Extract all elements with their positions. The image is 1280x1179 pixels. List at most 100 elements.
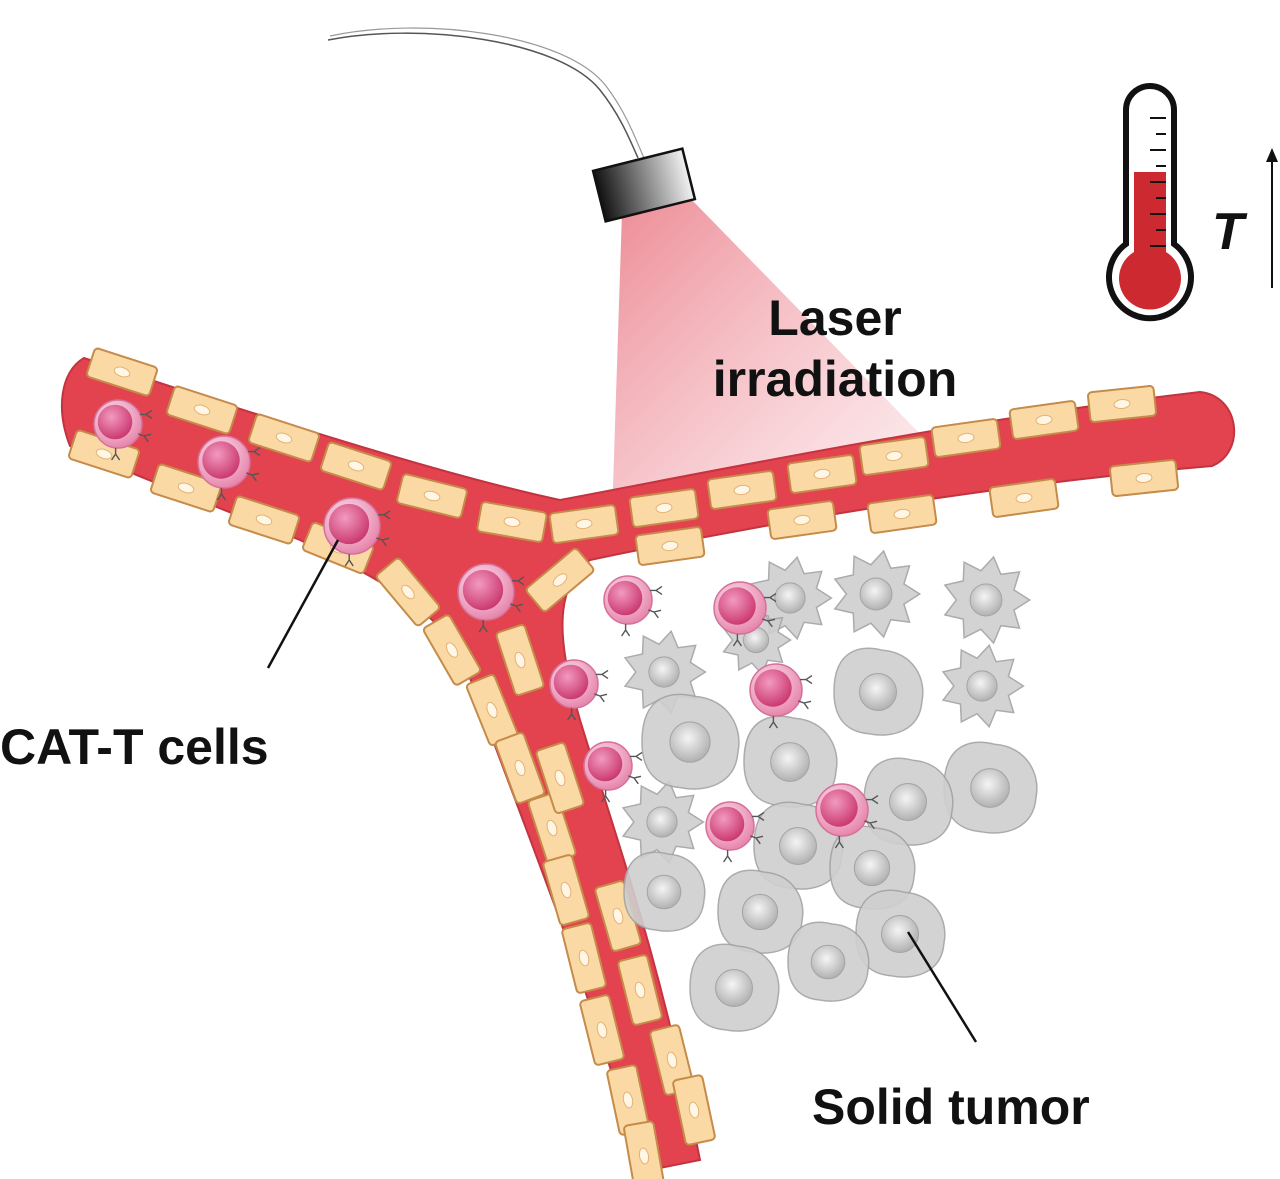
tumor-cell <box>943 741 1038 834</box>
endothelial-cell <box>1008 400 1080 440</box>
arrow-up-icon <box>1266 148 1278 288</box>
cat-t-cell <box>815 783 879 849</box>
tumor-cell <box>623 851 706 932</box>
laser-irradiation-label: Laser irradiation <box>640 288 1030 410</box>
temperature-symbol-label: T <box>1212 203 1244 261</box>
antibody-receptor <box>510 603 524 613</box>
optical-fiber <box>327 32 639 159</box>
endothelial-cell <box>858 436 930 476</box>
antibody-receptor <box>216 488 226 501</box>
tumor-cell <box>941 643 1025 729</box>
endothelial-cell <box>86 347 158 397</box>
endothelial-cell <box>320 441 392 491</box>
tumor-cell <box>863 757 954 846</box>
endothelial-cell <box>375 557 441 627</box>
cat-t-cell <box>749 663 813 729</box>
tumor-cell <box>623 629 707 715</box>
tumor-cell <box>943 555 1032 645</box>
antibody-receptor <box>732 634 742 647</box>
antibody-receptor <box>628 775 642 785</box>
antibody-receptor <box>512 576 525 586</box>
endothelial-cell <box>166 385 238 435</box>
endothelial-cells <box>68 347 1179 1179</box>
antibody-receptor <box>768 716 778 729</box>
endothelial-cell <box>422 614 482 686</box>
endothelial-cell <box>150 463 222 513</box>
tumor-cell <box>717 869 804 954</box>
cat-t-cell <box>457 563 525 633</box>
cat-t-cell <box>705 801 765 863</box>
antibody-receptor <box>752 811 765 821</box>
antibody-receptor <box>750 835 764 845</box>
antibody-receptor <box>376 537 390 547</box>
antibody-receptor <box>344 554 354 567</box>
tumor-cell <box>641 693 740 790</box>
antibody-receptor <box>648 609 662 619</box>
cat-t-cell <box>583 741 643 803</box>
laser-probe-icon <box>591 147 697 223</box>
endothelial-cell <box>476 501 548 543</box>
tumor-cell <box>787 921 870 1002</box>
tumor-cell <box>621 779 705 865</box>
antibody-receptor <box>138 433 152 443</box>
antibody-receptor <box>140 409 153 419</box>
laser-label-line2: irradiation <box>712 351 958 407</box>
antibody-receptor <box>246 472 260 482</box>
cat-t-cells-pointer <box>266 539 340 669</box>
antibody-receptor <box>594 693 608 703</box>
endothelial-cell <box>248 413 320 463</box>
endothelial-cell <box>988 478 1060 518</box>
cat-t-cell <box>197 435 261 501</box>
antibody-receptor <box>762 618 776 628</box>
antibody-receptor <box>800 675 813 685</box>
cat-t-cell <box>713 581 777 647</box>
antibody-receptor <box>248 447 261 457</box>
tumor-cell <box>743 715 838 808</box>
antibody-receptor <box>834 836 844 849</box>
cat-t-cells-label: CAT-T cells <box>0 719 269 775</box>
cat-t-cell <box>603 575 663 637</box>
endothelial-cell <box>396 473 468 519</box>
antibody-receptor <box>764 593 777 603</box>
tumor-cell <box>833 647 924 736</box>
cat-t-cells <box>93 399 879 863</box>
endothelial-cell <box>579 994 625 1066</box>
endothelial-cell <box>606 1064 650 1136</box>
endothelial-cell <box>866 494 938 534</box>
antibody-receptor <box>601 790 611 803</box>
cat-t-cell <box>549 659 609 721</box>
endothelial-cell <box>786 454 858 494</box>
endothelial-cell <box>535 742 585 814</box>
endothelial-cell <box>634 526 706 566</box>
antibody-receptor <box>630 751 643 761</box>
laser-beam <box>612 198 930 518</box>
antibody-receptor <box>650 585 663 595</box>
solid-tumor-label: Solid tumor <box>812 1079 1090 1135</box>
endothelial-cell <box>706 470 778 510</box>
endothelial-cell <box>548 504 620 544</box>
antibody-receptor <box>478 620 488 633</box>
tumor-cell <box>689 943 780 1032</box>
endothelial-cell <box>672 1074 716 1146</box>
endothelial-cell <box>525 547 595 613</box>
cat-t-cell <box>93 399 153 461</box>
endothelial-cell <box>228 495 300 545</box>
endothelial-cell <box>1109 459 1179 497</box>
antibody-receptor <box>621 624 631 637</box>
thermometer-icon <box>1106 83 1194 322</box>
laser-label-line1: Laser <box>768 290 902 346</box>
endothelial-cell <box>495 624 545 696</box>
endothelial-cell <box>594 880 642 952</box>
solid-tumor-pointer <box>906 931 978 1043</box>
endothelial-cell <box>623 1120 665 1179</box>
antibody-receptor <box>596 669 609 679</box>
antibody-receptor <box>798 700 812 710</box>
antibody-receptor <box>111 448 121 461</box>
antibody-receptor <box>864 820 878 830</box>
endothelial-cell <box>1087 385 1157 423</box>
antibody-receptor <box>866 795 879 805</box>
endothelial-cell <box>766 500 838 540</box>
optical-fiber-inner <box>329 27 645 159</box>
antibody-receptor <box>567 708 577 721</box>
